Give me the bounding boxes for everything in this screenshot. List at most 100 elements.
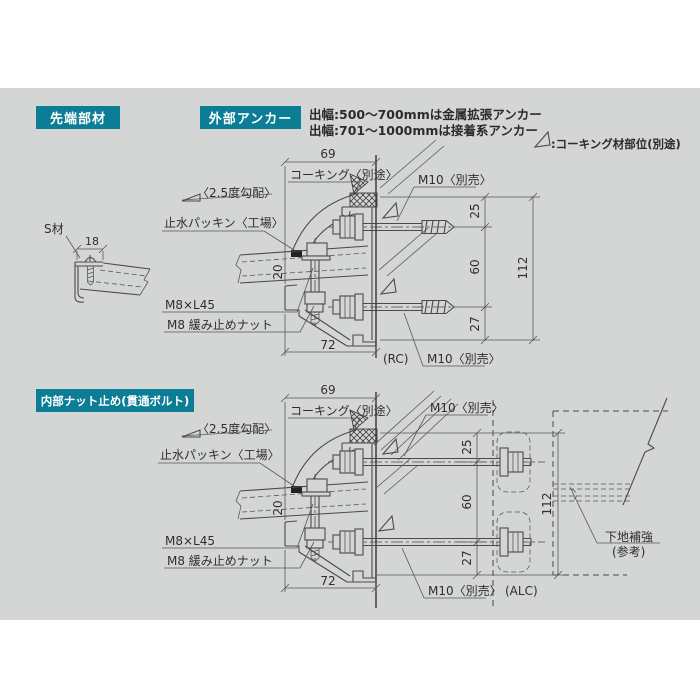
alc-wall-label: (ALC) <box>505 584 538 598</box>
slope-symbol-top <box>181 193 201 202</box>
dim-69-line-btm <box>280 393 381 520</box>
canopy-panel-btm <box>239 481 369 520</box>
through-bolt-upper <box>328 431 545 493</box>
canopy-panel-top <box>239 245 369 284</box>
packing-leader-top <box>162 230 295 251</box>
rc-wall-label: (RC) <box>383 352 408 366</box>
reinforce-label-2: (参考) <box>612 544 645 559</box>
packing-leader-btm <box>158 462 295 487</box>
screw-thread <box>87 266 94 286</box>
caulk-wedge-btm <box>349 409 369 431</box>
dim-18-label: 18 <box>85 235 99 248</box>
header-external-anchor: 外部アンカー <box>200 106 301 129</box>
dim-112-top: 112 <box>516 257 530 280</box>
internal-nut-diagram: 69 コーキング〈別途〉 〈2.5度勾配〉 止水パッキン〈工場〉 20 <box>158 383 668 608</box>
reinforce-label-1: 下地補強 <box>605 530 653 544</box>
dim-27-top: 27 <box>468 316 482 331</box>
m10-upper-label-top: M10〈別売〉 <box>418 172 492 187</box>
canopy-panel-hidden-btm <box>241 488 367 513</box>
m10-lower-label-btm: M10〈別売〉 <box>428 583 502 598</box>
m8-shaft-btm <box>310 496 320 528</box>
dim-60-btm: 60 <box>460 494 474 509</box>
bracket-outer-curve-top <box>291 193 357 253</box>
m10-upper-leader-top <box>396 186 476 222</box>
caulk-symbol-2-top <box>379 277 397 295</box>
panel-break-btm <box>235 490 242 520</box>
slope-line-btm <box>181 429 273 437</box>
wall-break-mid-top <box>378 227 437 277</box>
m8-nut-label-top: M8 緩み止めナット <box>167 318 273 332</box>
dim-69-line-top <box>280 157 381 284</box>
m8-thread-top <box>310 312 320 326</box>
m8-nut-label-btm: M8 緩み止めナット <box>167 554 273 568</box>
substrate-reinforcement <box>552 397 668 576</box>
anchor-bolt-upper-top <box>328 213 458 241</box>
anchor-bolt-lower-top <box>328 293 458 321</box>
reinforce-leader <box>569 486 660 544</box>
caulking-label-btm: コーキング〈別途〉 <box>290 403 398 418</box>
header-internal-nut: 内部ナット止め(貫通ボルト) <box>36 389 194 412</box>
header-external-anchor-label: 外部アンカー <box>208 112 293 127</box>
m10-upper-leader-btm <box>403 414 488 457</box>
dim-69-top: 69 <box>320 147 335 161</box>
m8-locknut-btm <box>306 539 324 549</box>
panel-break-top <box>235 254 242 284</box>
m8-washer-btm <box>301 491 331 497</box>
m8-washer-top <box>301 255 331 261</box>
water-packing-btm <box>291 486 302 493</box>
dim-69-btm: 69 <box>320 383 335 397</box>
dim-60-top: 60 <box>468 259 482 274</box>
bracket-lower-arm-btm <box>284 520 376 583</box>
dim-25-btm: 25 <box>460 439 474 454</box>
m8-nut-leader-btm <box>164 541 315 569</box>
dim-72-top: 72 <box>320 338 335 352</box>
header-tip-member-label: 先端部材 <box>49 112 106 127</box>
dim-25-top: 25 <box>468 203 482 218</box>
dims-right-btm: 25 60 27 112 <box>377 428 565 580</box>
dim-72-line-top <box>280 314 381 357</box>
panel-edges <box>79 262 151 296</box>
dim-18-line <box>72 244 108 260</box>
wall-break-upper-top <box>379 139 445 195</box>
panel-hidden-lines <box>87 269 147 288</box>
caulk-legend-text: :コーキング材部位(別途) <box>551 137 681 151</box>
header-tip-member: 先端部材 <box>36 106 120 129</box>
header-internal-nut-label: 内部ナット止め(貫通ボルト) <box>40 393 190 408</box>
note-anchor-range-1: 出幅:500〜700mmは金属拡張アンカー <box>309 107 542 122</box>
caulk-wedge-top <box>349 173 369 195</box>
screw-head <box>84 255 97 263</box>
canopy-panel-hidden-top <box>241 252 367 277</box>
m10-lower-label-top: M10〈別売〉 <box>427 351 501 366</box>
wall-break-mid-btm <box>375 458 419 495</box>
slope-label-top: 〈2.5度勾配〉 <box>197 185 276 200</box>
dims-right-top: 25 60 27 112 <box>380 192 540 345</box>
m8-nut-btm <box>304 527 326 541</box>
m8-locknut-top <box>306 303 324 313</box>
m8-nut-top <box>304 291 326 305</box>
note-anchor-range-2: 出幅:701〜1000mmは接着系アンカー <box>309 123 538 138</box>
s-material-label: S材 <box>44 222 64 236</box>
caulk-symbol-1-top <box>381 201 399 219</box>
caulk-symbol-1-btm <box>381 437 399 455</box>
m8-bolt-label-top: M8×L45 <box>165 298 215 312</box>
s-material-leader <box>65 235 81 259</box>
slope-symbol-btm <box>181 429 201 438</box>
dim-27-btm: 27 <box>460 550 474 565</box>
m10-upper-label-btm: M10〈別売〉 <box>430 400 504 415</box>
slope-label-btm: 〈2.5度勾配〉 <box>197 421 276 436</box>
dim-72-btm: 72 <box>320 574 335 588</box>
m8-bolt-leader-btm <box>162 503 314 549</box>
reinforcement-diagonal <box>622 397 668 506</box>
slope-line-top <box>181 193 273 201</box>
m8-nut-leader-top <box>164 305 315 333</box>
m8-head-top <box>306 242 328 257</box>
caulking-label-top: コーキング〈別途〉 <box>290 167 398 182</box>
packing-label-btm: 止水パッキン〈工場〉 <box>160 448 280 462</box>
wall-break-upper-btm <box>373 390 459 461</box>
m8-bolt-leader-top <box>162 267 314 313</box>
m10-lower-leader-top <box>403 312 485 367</box>
dim-20-top: 20 <box>271 264 285 279</box>
m8-shaft-top <box>310 260 320 292</box>
caulk-symbol-2-btm <box>377 514 395 532</box>
